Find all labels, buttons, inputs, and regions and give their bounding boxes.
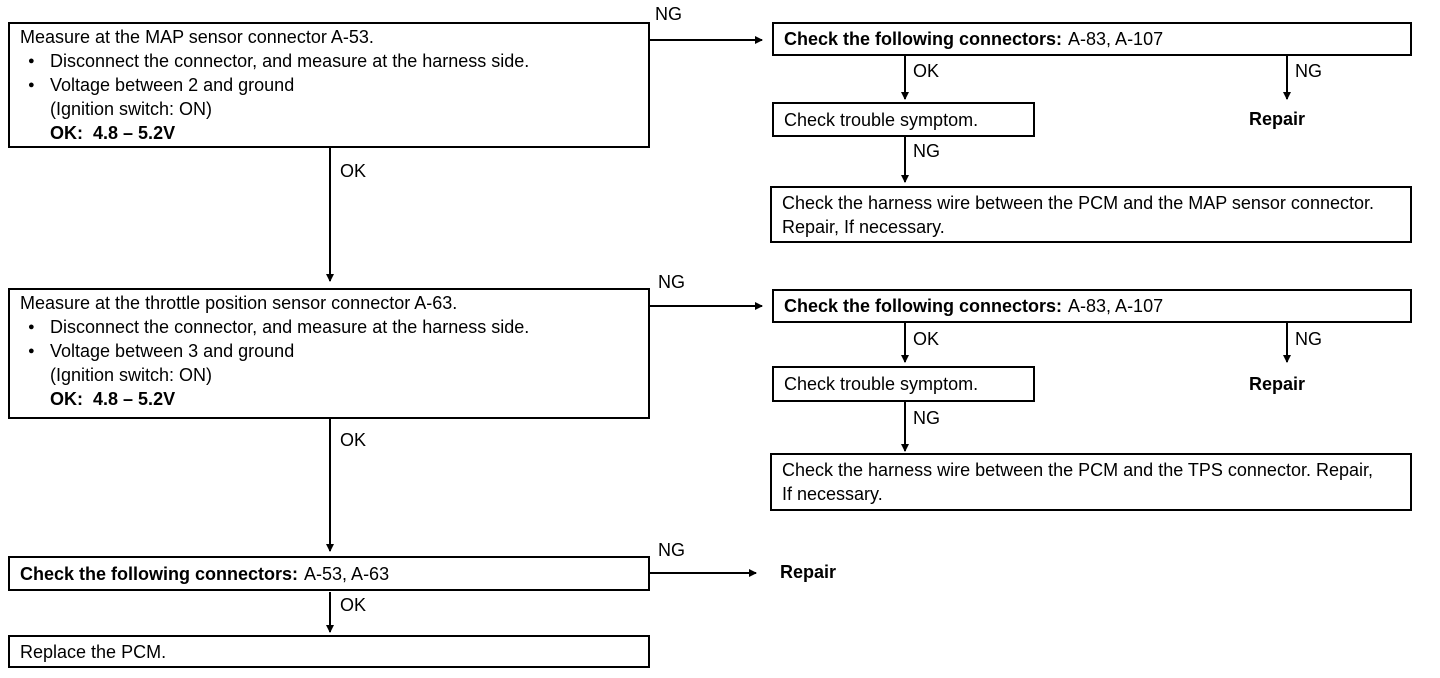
harness-text: Check the harness wire between the PCM a… <box>782 460 1373 504</box>
harness-text: Check the harness wire between the PCM a… <box>782 193 1374 237</box>
check-connectors-value: A-83, A-107 <box>1068 296 1164 316</box>
box-check-connectors-flow2: Check the following connectors: A-83, A-… <box>772 289 1412 323</box>
ok-spec-value: 4.8 – 5.2V <box>93 389 176 409</box>
box-harness-map: Check the harness wire between the PCM a… <box>770 186 1412 243</box>
box-check-connectors-flow3: Check the following connectors: A-53, A-… <box>8 556 650 591</box>
bullet-icon: ● <box>28 55 35 67</box>
edge-label-ng-check2: NG <box>1295 329 1322 349</box>
bullet-line: ● Disconnect the connector, and measure … <box>20 49 638 73</box>
box-check-trouble-flow2: Check trouble symptom. <box>772 366 1035 402</box>
check-trouble-text: Check trouble symptom. <box>784 374 979 394</box>
repair-label-flow3: Repair <box>780 562 837 582</box>
check-connectors-value: A-53, A-63 <box>304 563 390 584</box>
edge-label-ok-check2: OK <box>913 329 940 349</box>
box-replace-pcm: Replace the PCM. <box>8 635 650 668</box>
check-connectors-label: Check the following connectors: <box>784 296 1063 316</box>
edge-label-ok-flow1: OK <box>340 161 367 181</box>
bullet-text: Disconnect the connector, and measure at… <box>50 317 530 337</box>
replace-pcm-text: Replace the PCM. <box>20 641 167 662</box>
box-measure-map-sensor: Measure at the MAP sensor connector A-53… <box>8 22 650 148</box>
check-connectors-label: Check the following connectors: <box>784 29 1063 49</box>
edge-label-ng-flow2: NG <box>658 272 685 292</box>
condition-text: (Ignition switch: ON) <box>50 365 213 385</box>
bullet-icon: ● <box>28 345 35 357</box>
check-connectors-value: A-83, A-107 <box>1068 29 1164 49</box>
check-connectors-label: Check the following connectors: <box>20 563 299 584</box>
measure-title: Measure at the throttle position sensor … <box>20 293 458 313</box>
edge-label-ok-check1: OK <box>913 61 940 81</box>
edge-label-ng-check1: NG <box>1295 61 1322 81</box>
edge-label-ng-trouble1: NG <box>913 141 940 161</box>
bullet-text: Disconnect the connector, and measure at… <box>50 51 530 71</box>
edge-label-ok-flow2: OK <box>340 430 367 450</box>
repair-label-flow2: Repair <box>1249 374 1306 394</box>
bullet-line: ● Disconnect the connector, and measure … <box>20 315 638 339</box>
ok-spec-prefix: OK: <box>50 389 83 409</box>
bullet-icon: ● <box>28 321 35 333</box>
ok-spec-value: 4.8 – 5.2V <box>93 123 176 143</box>
box-harness-tps: Check the harness wire between the PCM a… <box>770 453 1412 511</box>
bullet-icon: ● <box>28 79 35 91</box>
ok-spec-line: OK: 4.8 – 5.2V <box>50 121 638 145</box>
ok-spec-line: OK: 4.8 – 5.2V <box>50 387 638 411</box>
edge-label-ng-trouble2: NG <box>913 408 940 428</box>
bullet-line: ● Voltage between 2 and ground <box>20 73 638 97</box>
condition-text: (Ignition switch: ON) <box>50 99 213 119</box>
check-trouble-text: Check trouble symptom. <box>784 109 979 130</box>
box-measure-tps-sensor: Measure at the throttle position sensor … <box>8 288 650 419</box>
edge-label-ok-flow3: OK <box>340 595 367 615</box>
box-check-connectors-flow1: Check the following connectors: A-83, A-… <box>772 22 1412 56</box>
bullet-text: Voltage between 3 and ground <box>50 341 295 361</box>
box-check-trouble-flow1: Check trouble symptom. <box>772 102 1035 137</box>
measure-title: Measure at the MAP sensor connector A-53… <box>20 27 374 47</box>
edge-label-ng-flow3: NG <box>658 540 685 560</box>
bullet-text: Voltage between 2 and ground <box>50 75 295 95</box>
repair-label-flow1: Repair <box>1249 109 1306 129</box>
ok-spec-prefix: OK: <box>50 123 83 143</box>
edge-label-ng-flow1: NG <box>655 4 682 24</box>
bullet-line: ● Voltage between 3 and ground <box>20 339 638 363</box>
